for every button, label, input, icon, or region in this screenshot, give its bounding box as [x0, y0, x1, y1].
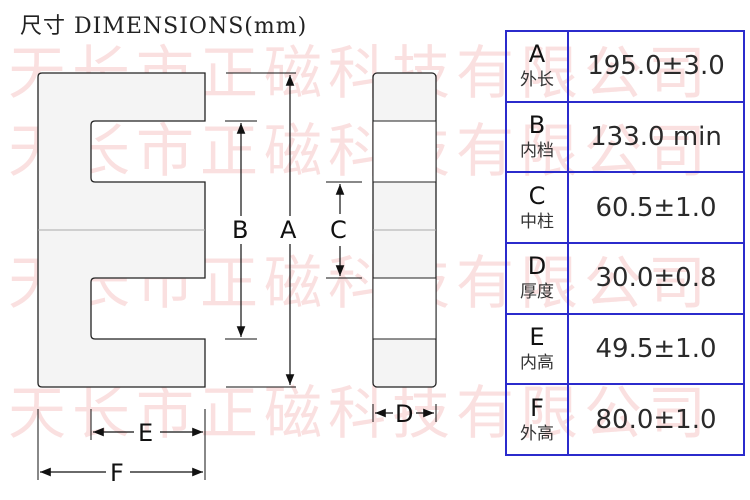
dimension-key: A	[528, 40, 546, 69]
dimension-key-cell: B 内档	[505, 100, 569, 174]
page-title: 尺寸 DIMENSIONS(mm)	[20, 14, 308, 39]
dimension-value: 80.0±1.0	[567, 383, 745, 456]
dimension-key-cell: C 中柱	[505, 171, 569, 244]
dimension-description: 外高	[520, 423, 554, 444]
table-row: C 中柱 60.5±1.0	[505, 171, 745, 244]
dimension-description: 内高	[520, 352, 554, 373]
dimension-d	[372, 404, 437, 422]
dimensions-table: A 外长 195.0±3.0 B 内档 133.0 min C 中柱 60.5±…	[505, 30, 745, 456]
dimension-value: 133.0 min	[567, 100, 745, 174]
dimension-label-c: C	[330, 216, 347, 244]
dimension-label-e: E	[138, 419, 154, 447]
dimension-c	[326, 181, 362, 279]
table-row: F 外高 80.0±1.0	[505, 383, 745, 456]
dimension-key: F	[530, 393, 544, 422]
dimension-description: 外长	[520, 70, 554, 91]
e-core-side-view	[372, 72, 437, 388]
dimension-e	[90, 409, 206, 480]
dimension-value: 30.0±0.8	[567, 241, 745, 315]
dimension-b	[225, 120, 257, 340]
dimension-label-b: B	[232, 216, 249, 244]
e-core-front-view	[37, 72, 206, 388]
dimension-key-cell: D 厚度	[505, 241, 569, 315]
table-row: E 内高 49.5±1.0	[505, 312, 745, 386]
dimension-f	[37, 409, 203, 480]
dimension-label-f: F	[110, 459, 124, 487]
table-row: B 内档 133.0 min	[505, 100, 745, 174]
dimension-description: 中柱	[520, 211, 554, 232]
dimension-key: E	[529, 322, 545, 351]
dimension-label-a: A	[280, 216, 297, 244]
dimension-key: B	[528, 110, 546, 139]
table-row: D 厚度 30.0±0.8	[505, 241, 745, 315]
dimension-key-cell: F 外高	[505, 383, 569, 456]
dimension-key-cell: A 外长	[505, 30, 569, 103]
dimension-description: 厚度	[520, 282, 554, 303]
dimension-value: 49.5±1.0	[567, 312, 745, 386]
dimension-label-d: D	[395, 400, 414, 428]
dimension-value: 195.0±3.0	[567, 30, 745, 103]
dimension-a	[226, 72, 296, 388]
dimension-key-cell: E 内高	[505, 312, 569, 386]
dimension-key: C	[528, 181, 546, 210]
dimension-value: 60.5±1.0	[567, 171, 745, 244]
table-row: A 外长 195.0±3.0	[505, 30, 745, 103]
dimension-key: D	[527, 252, 547, 281]
dimension-description: 内档	[520, 140, 554, 161]
